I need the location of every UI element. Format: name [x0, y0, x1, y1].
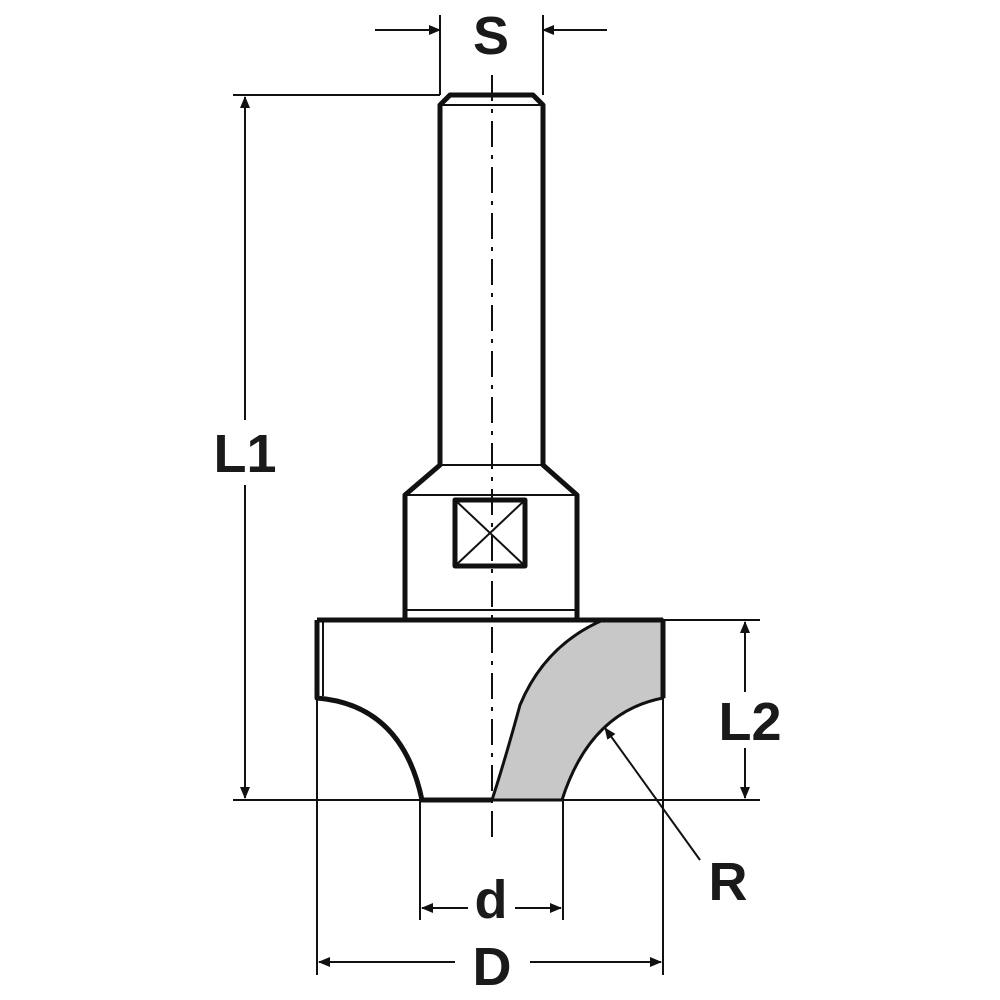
dimension-s: S [375, 6, 607, 95]
cutting-edge [490, 618, 665, 802]
cutter-body [314, 617, 666, 803]
label-r: R [709, 852, 748, 912]
label-l1: L1 [213, 424, 276, 484]
dimension-r: R [604, 727, 748, 912]
dimension-l1: L1 [213, 94, 760, 801]
label-l2: L2 [718, 692, 781, 752]
dimension-d-large: D [316, 698, 664, 997]
label-d-large: D [473, 937, 512, 997]
wrench-flat [452, 497, 528, 569]
dimension-d-small: d [419, 800, 564, 930]
dimension-l2: L2 [663, 619, 782, 799]
label-d-small: d [475, 870, 508, 930]
label-s: S [473, 6, 509, 66]
